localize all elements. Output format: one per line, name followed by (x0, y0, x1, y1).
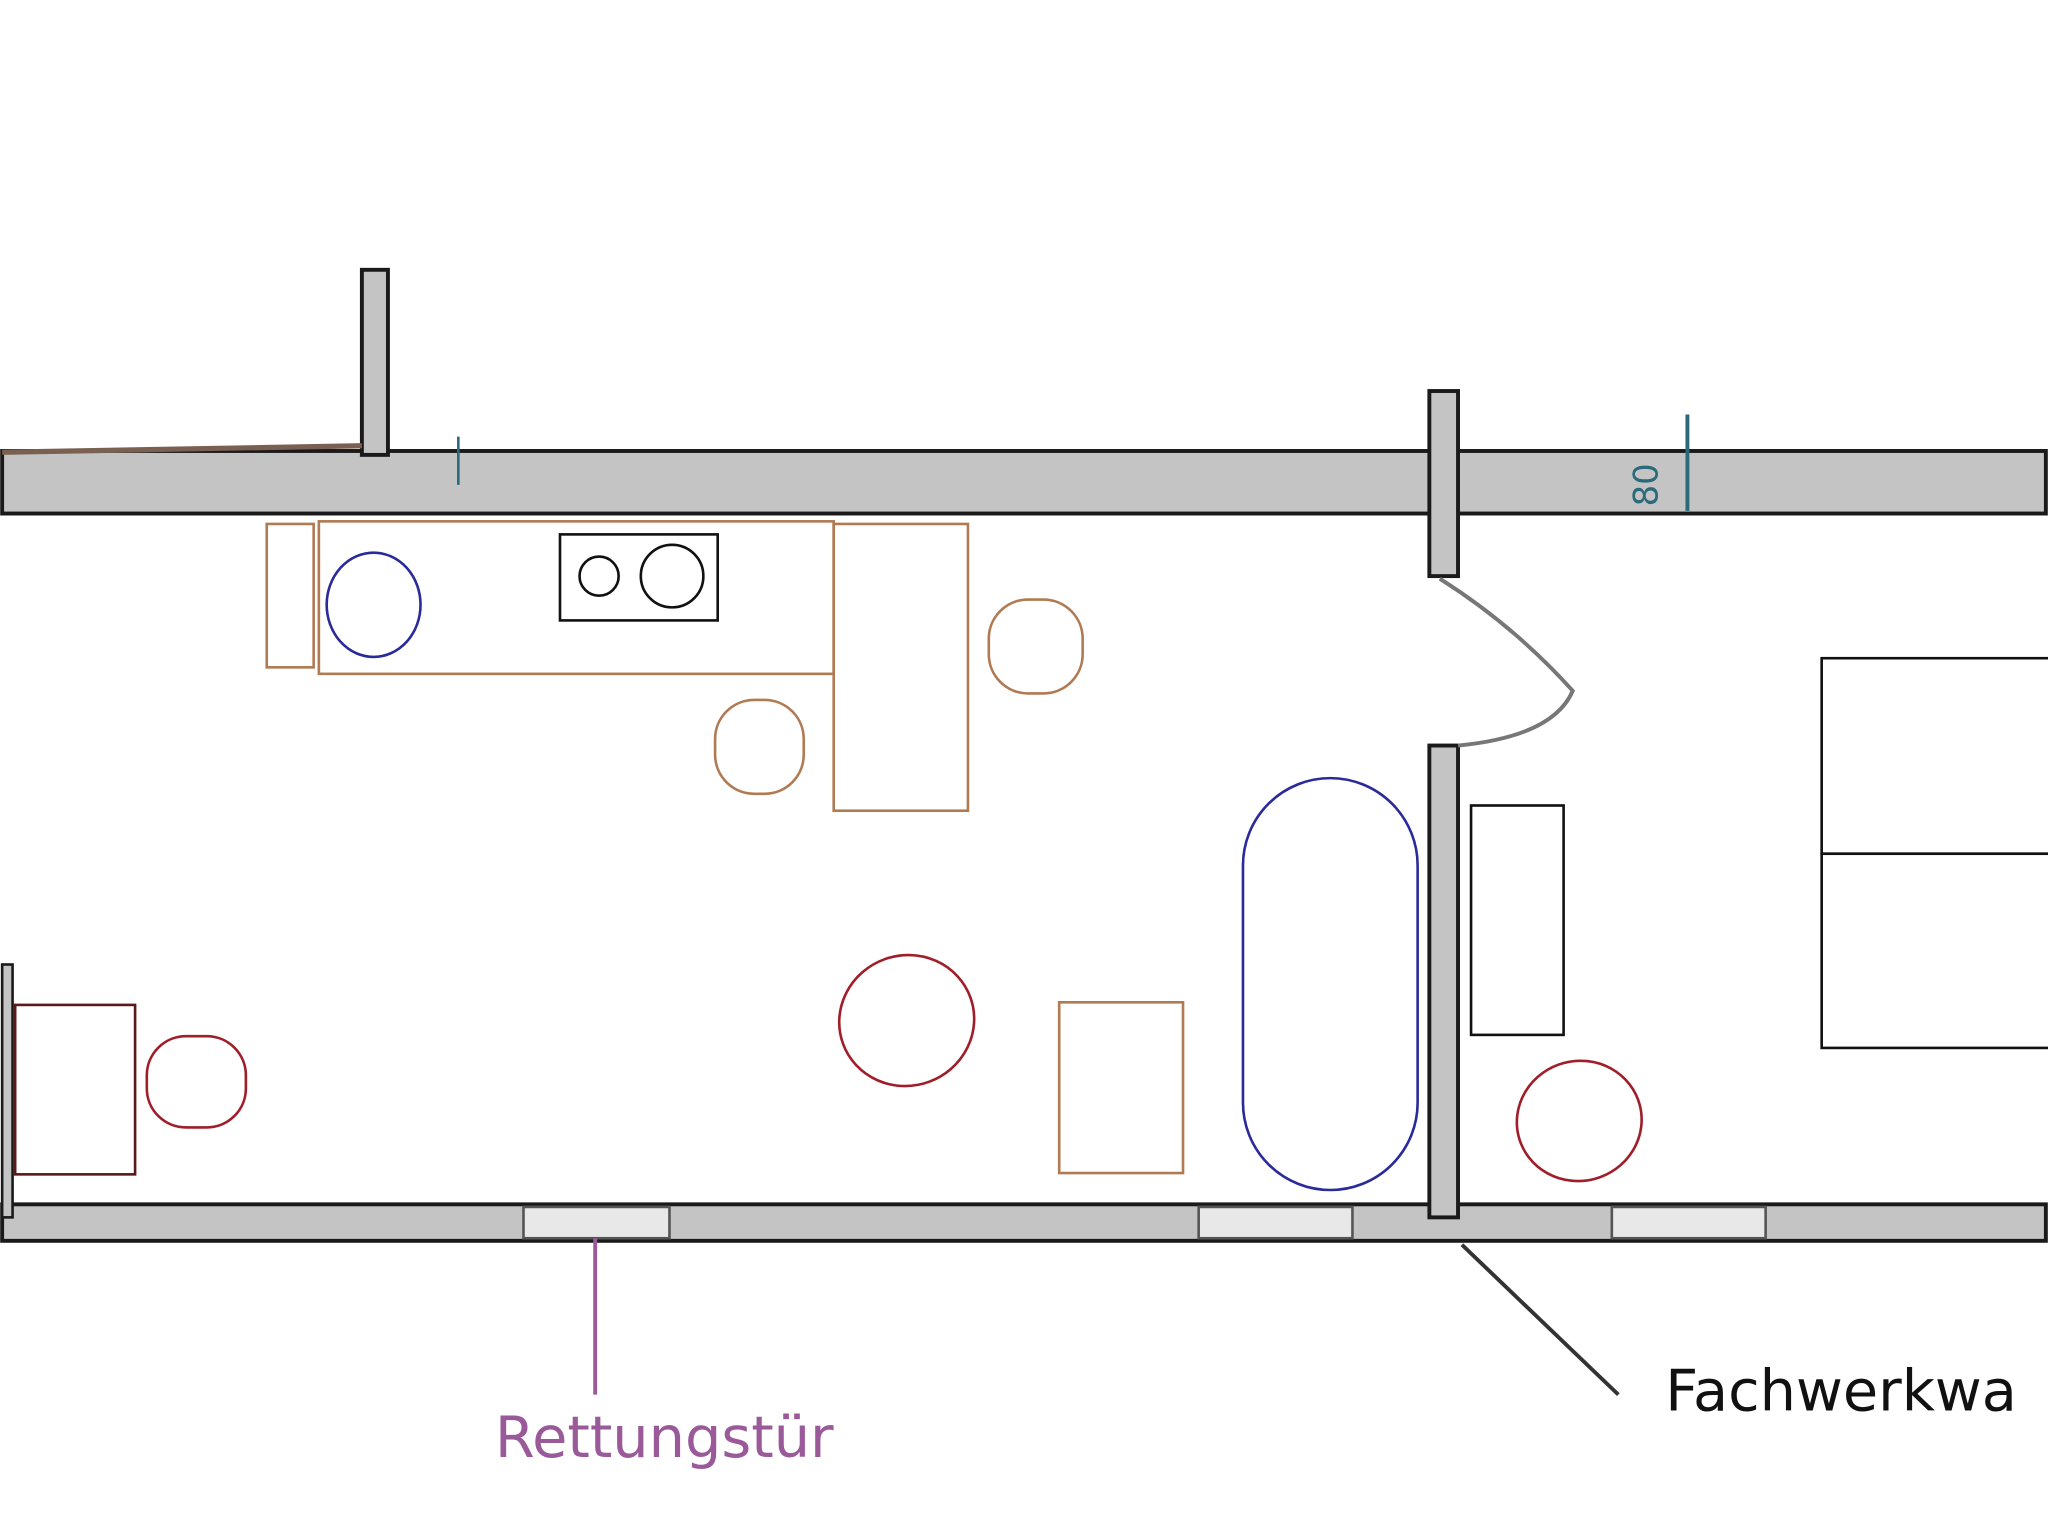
stool (1515, 1059, 1643, 1183)
burner-icon (578, 555, 620, 597)
burner-icon (639, 543, 705, 609)
stool (713, 698, 806, 796)
wall-thickness-label: 80 (1626, 463, 1665, 506)
partition-wall-top (1427, 389, 1460, 579)
left-wall (0, 963, 14, 1219)
boundary-line (2, 443, 362, 455)
partition-wall-bottom (1427, 743, 1460, 1220)
top-left-wall-stub (359, 267, 390, 457)
window (1197, 1205, 1354, 1240)
stool (987, 598, 1084, 695)
rescue-door-label: Rettungstür (495, 1404, 834, 1471)
bed-upper (1820, 656, 2048, 856)
bed-lower (1820, 852, 2048, 1050)
cabinet (265, 522, 315, 669)
cabinet (1469, 804, 1565, 1037)
timber-frame-wall-label: Fachwerkwa (1665, 1357, 2017, 1424)
rescue-door-opening (522, 1205, 671, 1240)
desk (13, 1003, 137, 1176)
stool (837, 953, 976, 1088)
window (1610, 1205, 1767, 1240)
stool (145, 1034, 248, 1129)
table (832, 522, 970, 813)
timber-frame-wall-leader (1460, 1243, 1620, 1397)
cooktop-icon (558, 533, 720, 622)
top-wall (0, 449, 2048, 516)
side-table (1057, 1001, 1185, 1175)
bathtub-icon (1241, 776, 1419, 1192)
sink-icon (325, 551, 422, 659)
door-swing (1438, 577, 1576, 748)
